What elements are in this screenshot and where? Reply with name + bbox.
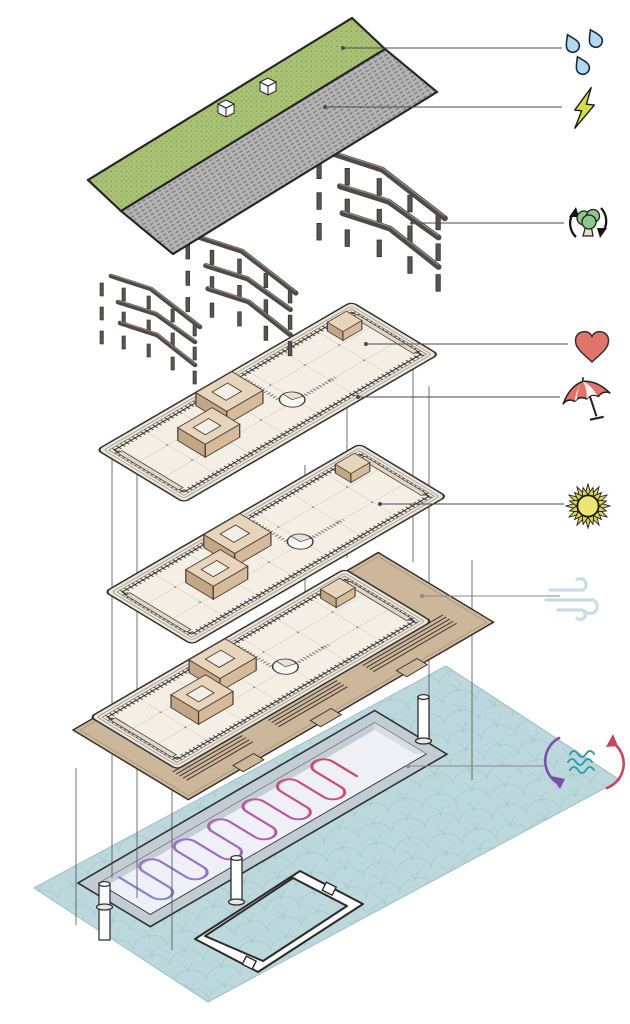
tree-canopy bbox=[576, 208, 601, 230]
lightning-bolt-icon bbox=[574, 86, 596, 129]
rain-drops-icon bbox=[565, 28, 604, 76]
parasol-icon bbox=[562, 377, 611, 421]
wind-icon bbox=[544, 577, 599, 622]
green-and-solar-roof bbox=[86, 16, 439, 256]
leader-sun bbox=[378, 502, 564, 506]
pier bbox=[194, 870, 364, 973]
leader-waves bbox=[406, 764, 547, 768]
pile-cylinders bbox=[95, 693, 433, 941]
water-surface bbox=[33, 665, 621, 1003]
ground-floor-deck bbox=[71, 551, 495, 801]
heat-exchange-coil bbox=[117, 758, 359, 901]
sun-icon bbox=[564, 482, 612, 530]
heat-exchange-basin bbox=[76, 709, 449, 928]
roof-vent bbox=[216, 77, 278, 118]
leader-lines bbox=[323, 46, 568, 768]
leader-rain bbox=[341, 46, 562, 50]
heart-icon bbox=[574, 331, 610, 364]
annotation-icons bbox=[543, 28, 625, 790]
leader-parasol bbox=[356, 395, 560, 399]
leader-lightning bbox=[323, 105, 562, 109]
leader-tree bbox=[410, 221, 564, 225]
tree-recycle-icon bbox=[569, 207, 608, 238]
leader-heart bbox=[364, 342, 568, 346]
leader-wind bbox=[420, 594, 560, 598]
water-heat-exchange-icon bbox=[543, 734, 625, 790]
